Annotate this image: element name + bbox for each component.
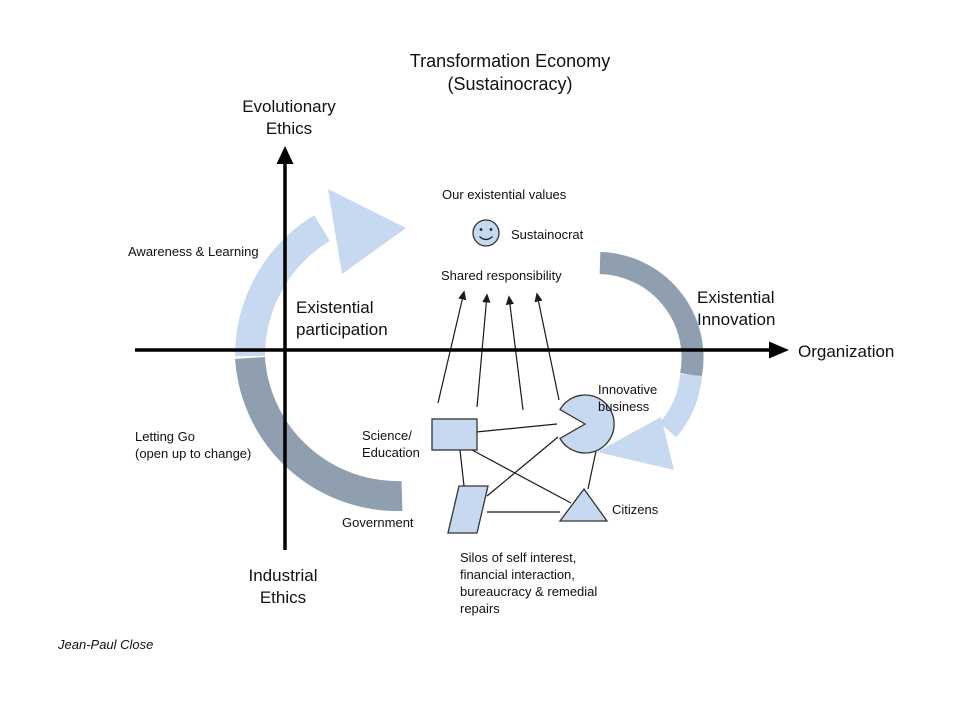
awareness-arc-arrowhead <box>328 189 406 274</box>
smiley-face-icon <box>472 219 500 247</box>
y-axis-bottom-line1: Industrial <box>248 566 318 585</box>
silos-line2: financial interaction, <box>460 567 575 582</box>
innovative-business-line1: Innovative <box>598 382 658 397</box>
existential-participation-line2: participation <box>296 320 388 339</box>
science-education-line2: Education <box>362 445 420 460</box>
silos-line4: repairs <box>460 601 500 616</box>
citizens-shape <box>558 487 609 522</box>
y-axis-top-line1: Evolutionary <box>242 97 336 116</box>
diagram-title: Transformation Economy (Sustainocracy) <box>335 50 685 96</box>
innovation-arc-bottom <box>659 373 702 438</box>
responsibility-arrows <box>437 290 560 411</box>
author-signature: Jean-Paul Close <box>58 637 154 652</box>
science-education-label: Science/ Education <box>362 427 420 461</box>
diagram-title-line2: (Sustainocracy) <box>447 74 573 94</box>
vertical-axis-arrowhead <box>276 146 294 164</box>
silos-label: Silos of self interest, financial intera… <box>460 549 597 617</box>
letting-go-line1: Letting Go <box>135 429 195 444</box>
shared-responsibility-label: Shared responsibility <box>441 268 562 283</box>
existential-values-label: Our existential values <box>442 187 567 202</box>
letting-go-label: Letting Go (open up to change) <box>135 428 251 462</box>
innovative-business-label: Innovative business <box>598 381 657 415</box>
existential-innovation-line2: Innovation <box>697 310 776 329</box>
y-axis-bottom-line2: Ethics <box>259 588 307 607</box>
existential-participation-line1: Existential <box>296 298 374 317</box>
science-education-shape <box>431 418 478 451</box>
diagram-title-line1: Transformation Economy <box>409 51 611 71</box>
existential-participation-label: Existential participation <box>296 297 388 341</box>
innovative-business-line2: business <box>598 399 650 414</box>
y-axis-top-line2: Ethics <box>265 119 313 138</box>
innovation-arc-top <box>599 252 704 377</box>
existential-innovation-label: Existential Innovation <box>697 287 775 331</box>
government-label: Government <box>342 515 414 530</box>
y-axis-bottom-label: Industrial Ethics <box>208 565 358 609</box>
network-connection-lines <box>459 423 597 513</box>
government-shape <box>447 485 489 534</box>
innovation-arc-arrowhead <box>597 417 674 470</box>
existential-innovation-line1: Existential <box>697 288 775 307</box>
silos-line1: Silos of self interest, <box>460 550 577 565</box>
silos-line3: bureaucracy & remedial <box>460 584 598 599</box>
x-axis-label: Organization <box>798 342 895 361</box>
sustainocrat-label: Sustainocrat <box>511 227 584 242</box>
horizontal-axis-arrowhead <box>769 341 789 359</box>
letting-go-arc <box>235 356 403 512</box>
science-education-line1: Science/ <box>362 428 412 443</box>
citizens-label: Citizens <box>612 502 659 517</box>
awareness-learning-label: Awareness & Learning <box>128 244 259 259</box>
letting-go-line2: (open up to change) <box>135 446 252 461</box>
innovative-business-shape <box>559 394 615 454</box>
awareness-arc <box>235 215 331 357</box>
y-axis-top-label: Evolutionary Ethics <box>214 96 364 140</box>
